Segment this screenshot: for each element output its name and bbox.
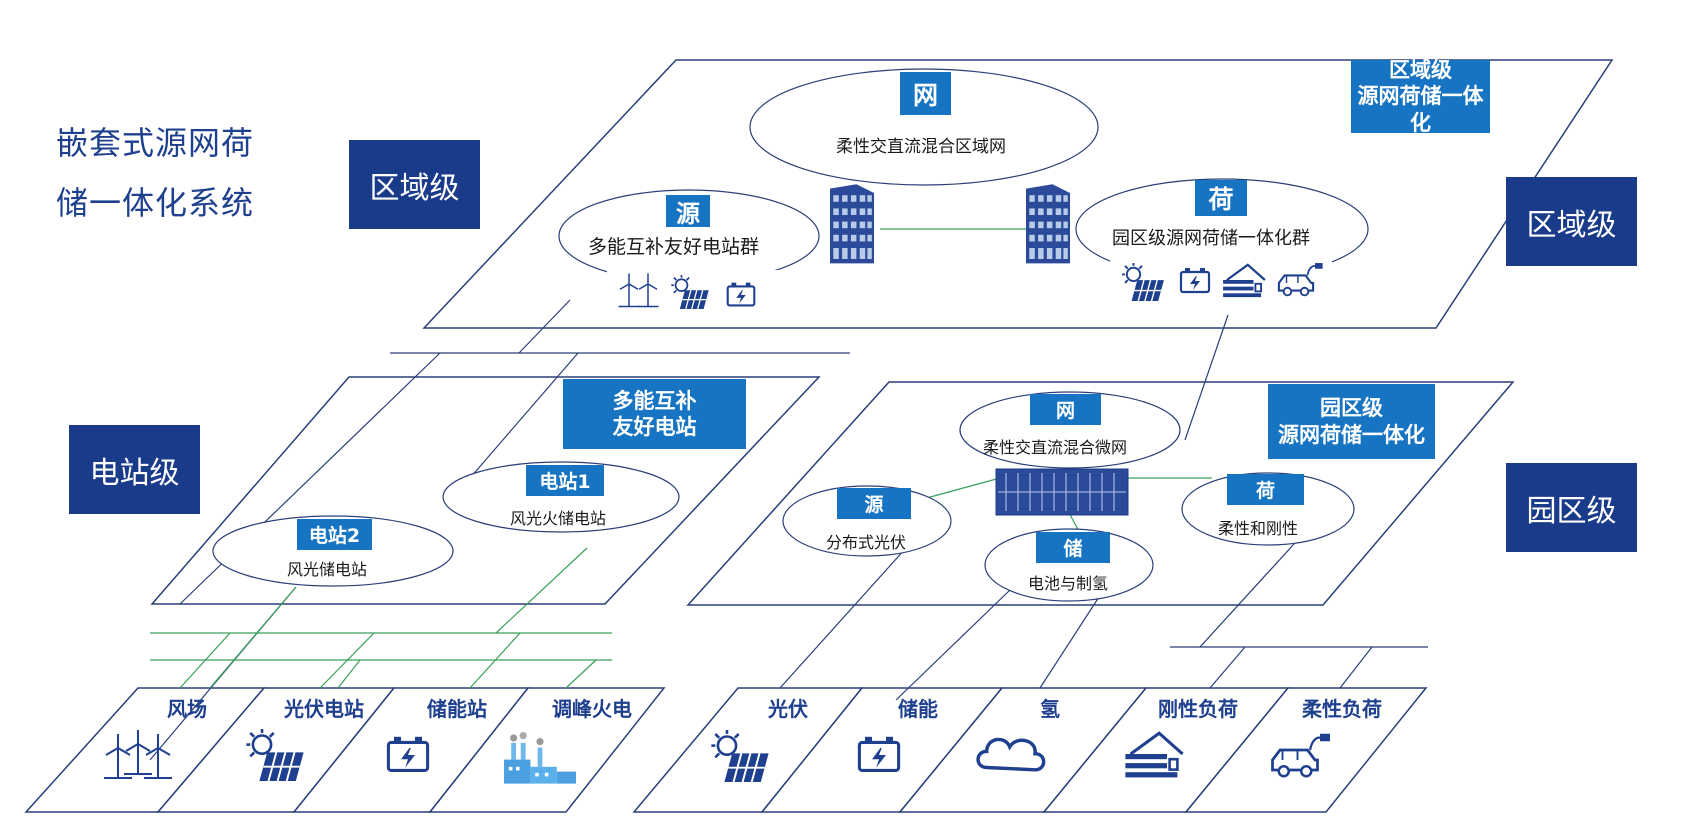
ellipse-nodes [212,68,1369,602]
region-grid-ellipse [749,68,1099,186]
park-layer-banner: 园区级 源网荷储一体化 [1268,384,1435,459]
region-source-icon-strip [607,270,793,318]
region-layer-banner: 区域级 源网荷储一体化 [1351,58,1490,135]
region-load-label: 园区级源网荷储一体化群 [1112,228,1310,249]
title-line-1: 嵌套式源网荷 [56,124,255,162]
building-icon [830,184,874,264]
station2-label: 风光储电站 [287,560,368,579]
region-source-label: 多能互补友好电站群 [588,236,760,258]
park-storage-tag: 储 [1036,532,1110,563]
region-source-tag: 源 [666,195,710,228]
park-level-tag: 园区级 [1506,463,1637,552]
park-storage-label: 电池与制氢 [1028,574,1109,593]
station1-label: 风光火储电站 [510,509,607,528]
bottom-label-hydrogen: 氢 [1040,697,1060,721]
park-source-tag: 源 [837,488,911,519]
bottom-tiles [24,687,1428,813]
station-level-tag: 电站级 [69,425,200,514]
bottom-label-pv-station: 光伏电站 [284,697,364,721]
park-grid-label: 柔性交直流混合微网 [983,438,1128,457]
station2-tag: 电站2 [297,519,372,550]
park-storage-ellipse [984,528,1154,602]
station-layer-banner: 多能互补 友好电站 [563,379,746,449]
bottom-label-rigid-load: 刚性负荷 [1158,697,1238,721]
container-icon [995,468,1129,516]
station1-tag: 电站1 [526,465,604,496]
park-load-ellipse [1181,472,1355,546]
bottom-label-pv: 光伏 [768,697,808,721]
park-source-label: 分布式光伏 [826,533,907,552]
region-grid-tag: 网 [900,72,951,115]
region-level-tag-left: 区域级 [349,140,480,229]
park-load-label: 柔性和刚性 [1218,519,1299,538]
bottom-label-peaking-thermal: 调峰火电 [552,697,632,721]
bottom-label-wind-farm: 风场 [167,697,207,721]
region-load-icon-strip [1110,256,1332,304]
station2-ellipse [212,515,454,587]
green-links [150,228,1212,689]
building-icon [1026,184,1070,264]
park-load-tag: 荷 [1227,474,1304,505]
bottom-label-storage: 储能 [898,697,938,721]
station1-ellipse [442,461,680,533]
park-grid-tag: 网 [1030,394,1101,425]
park-grid-ellipse [959,391,1181,469]
region-level-tag-right: 区域级 [1506,177,1637,266]
region-load-tag: 荷 [1195,180,1247,216]
title-line-2: 储一体化系统 [56,184,255,222]
region-grid-label: 柔性交直流混合区域网 [836,137,1006,157]
bottom-label-flexible-load: 柔性负荷 [1302,697,1382,721]
bottom-label-storage-station: 储能站 [427,697,487,721]
